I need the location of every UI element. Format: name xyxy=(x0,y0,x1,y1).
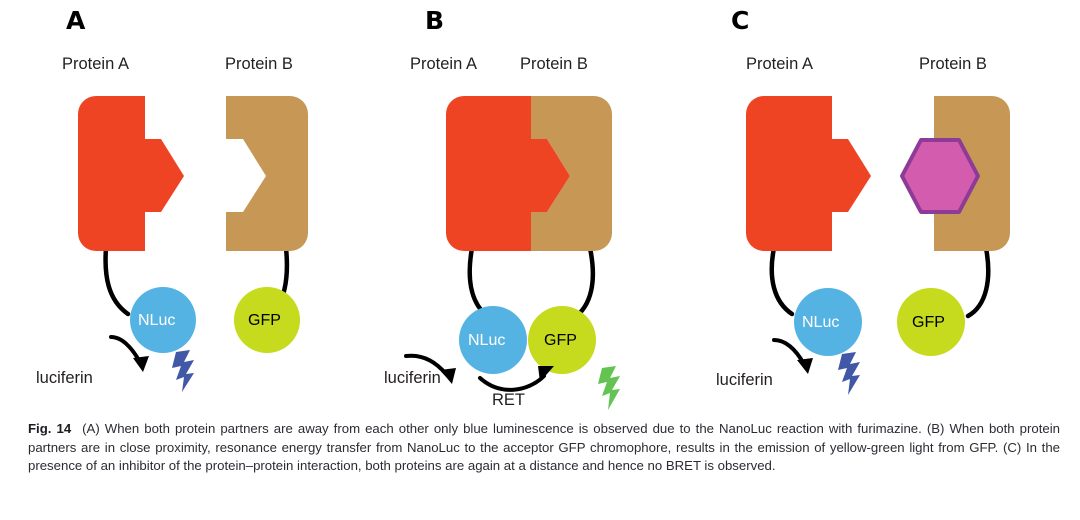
inhibitor-hexagon xyxy=(900,138,980,214)
nluc-circle xyxy=(459,306,527,374)
luciferin-arrow-head xyxy=(133,356,149,372)
figure-caption: Fig. 14(A) When both protein partners ar… xyxy=(28,420,1060,476)
protein-a-shape xyxy=(446,96,570,251)
panel-c-gfp-label: GFP xyxy=(912,314,945,331)
protein-a-shape xyxy=(746,96,871,251)
figure-number: Fig. 14 xyxy=(28,421,72,436)
luciferin-arrow-head xyxy=(797,358,813,374)
panel-b-nluc-label: NLuc xyxy=(468,332,506,349)
panel-b-protein-a-label: Protein A xyxy=(410,55,477,73)
panel-a-gfp-label: GFP xyxy=(248,312,281,329)
panel-a-protein-b-label: Protein B xyxy=(225,55,293,73)
panel-c-protein-b-label: Protein B xyxy=(919,55,987,73)
ret-arrow-head xyxy=(538,366,554,382)
nluc-circle xyxy=(794,288,862,356)
panel-b-graphic xyxy=(404,96,620,410)
ret-arrow-line xyxy=(478,374,546,392)
protein-a-shape xyxy=(78,96,184,251)
gfp-circle xyxy=(528,306,596,374)
linker-protein-a-nluc xyxy=(103,245,131,317)
panel-a-protein-a-label: Protein A xyxy=(62,55,129,73)
linker-protein-b-gfp xyxy=(571,245,596,321)
panel-b: B Protein A Protein B xyxy=(368,0,716,412)
linker-protein-b-gfp xyxy=(965,245,991,319)
protein-b-shape xyxy=(531,96,612,251)
panel-b-gfp-label: GFP xyxy=(544,332,577,349)
gfp-circle xyxy=(897,288,965,356)
panel-a-nluc-label: NLuc xyxy=(138,312,176,329)
panel-letter-b: B xyxy=(425,6,445,35)
panel-c-protein-a-label: Protein A xyxy=(746,55,813,73)
panel-a-luciferin-label: luciferin xyxy=(36,369,93,387)
panel-b-protein-b-label: Protein B xyxy=(520,55,588,73)
gfp-circle xyxy=(234,287,300,353)
panel-c-luciferin-label: luciferin xyxy=(716,371,773,389)
panel-a: A Protein A Protein B xyxy=(0,0,368,412)
panel-c: C Protein A Protein B luciferin NLuc xyxy=(716,0,1080,412)
figure-caption-text: (A) When both protein partners are away … xyxy=(28,421,1060,474)
panel-b-ret-label: RET xyxy=(492,391,525,409)
panel-b-luciferin-label: luciferin xyxy=(384,369,441,387)
nluc-circle xyxy=(130,287,196,353)
protein-b-shape xyxy=(226,96,308,251)
panel-c-graphic xyxy=(746,96,1010,395)
panel-letter-c: C xyxy=(731,6,750,35)
figure-panels: A Protein A Protein B xyxy=(0,0,1080,412)
blue-light-bolt-icon xyxy=(172,350,194,392)
panel-a-graphic xyxy=(78,96,308,392)
panel-c-nluc-label: NLuc xyxy=(802,314,840,331)
luciferin-arrow-head xyxy=(440,368,456,384)
blue-light-bolt-icon xyxy=(838,352,860,395)
panel-letter-a: A xyxy=(66,6,86,35)
linker-protein-a-nluc xyxy=(769,245,795,317)
green-light-bolt-icon xyxy=(598,366,620,410)
